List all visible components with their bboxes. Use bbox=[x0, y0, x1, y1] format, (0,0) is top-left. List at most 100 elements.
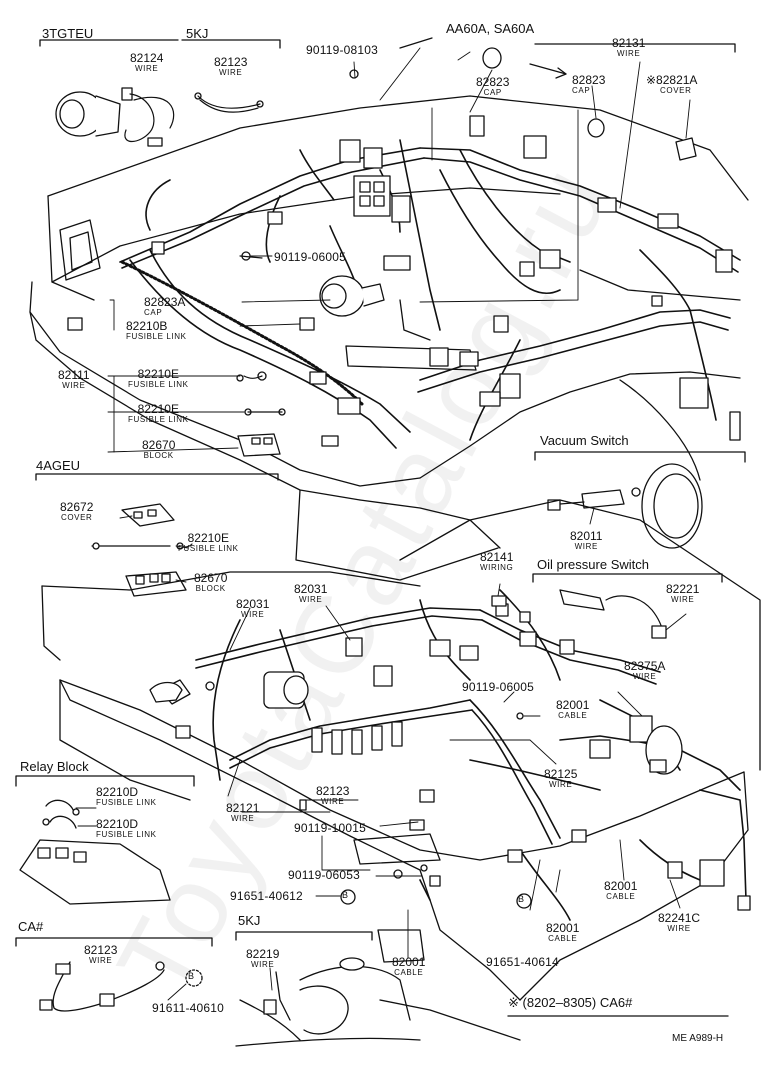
part-name: CAP bbox=[572, 86, 591, 95]
callout-90119-08103: 90119-08103 bbox=[306, 43, 379, 57]
part-number: 82210E bbox=[187, 531, 229, 545]
part-name: COVER bbox=[660, 86, 692, 95]
bolt-b-label-2: B bbox=[518, 894, 525, 904]
part-number: 82823 bbox=[476, 75, 510, 89]
part-name: WIRING bbox=[480, 563, 514, 572]
part-name: COVER bbox=[60, 513, 93, 522]
part-name: WIRE bbox=[574, 542, 598, 551]
part-name: WIRE bbox=[321, 797, 345, 806]
lower-components bbox=[149, 589, 751, 911]
part-number: 82823A bbox=[144, 295, 186, 309]
part-name: BLOCK bbox=[143, 451, 174, 460]
callout-91611-40610: 91611-40610 bbox=[152, 1001, 225, 1015]
part-name: CABLE bbox=[548, 934, 578, 943]
part-number: 82121 bbox=[226, 801, 260, 815]
callout-90119-06005-lower: 90119-06005 bbox=[462, 680, 535, 694]
part-name: FUSIBLE LINK bbox=[126, 332, 187, 341]
part-name: WIRE bbox=[219, 68, 243, 77]
section-4ageu: 4AGEU bbox=[36, 458, 81, 473]
part-name: CAP bbox=[483, 88, 502, 97]
callout-82141: 82141 WIRING bbox=[480, 551, 513, 572]
part-name: WIRE bbox=[299, 595, 323, 604]
part-number: 82241C bbox=[658, 911, 701, 925]
fusible-link-coil bbox=[120, 260, 364, 406]
part-name: WIRE bbox=[241, 610, 265, 619]
callout-82210d-1: 82210D FUSIBLE LINK bbox=[96, 786, 157, 807]
section-5kj-top: 5KJ bbox=[186, 26, 209, 41]
callout-82001-top: 82001 CABLE bbox=[556, 699, 589, 720]
part-number: 82031 bbox=[294, 582, 328, 596]
reference-code: ME A989-H bbox=[672, 1033, 724, 1044]
part-name: WIRE bbox=[89, 956, 113, 965]
callout-82001-left: 82001 CABLE bbox=[392, 956, 425, 977]
part-number: 82125 bbox=[544, 767, 578, 781]
part-name: WIRE bbox=[251, 960, 275, 969]
bolt-markers bbox=[340, 889, 532, 909]
callout-90119-06005-top: 90119-06005 bbox=[274, 250, 347, 264]
upper-components bbox=[55, 47, 741, 549]
callout-82125: 82125 WIRE bbox=[544, 768, 577, 789]
callout-82210e-1: 82210E FUSIBLE LINK bbox=[128, 368, 189, 389]
part-name: FUSIBLE LINK bbox=[96, 798, 157, 807]
part-name: CABLE bbox=[606, 892, 636, 901]
part-name: WIRE bbox=[633, 672, 657, 681]
callout-91651-40614: 91651-40614 bbox=[486, 955, 559, 969]
part-number: 82123 bbox=[214, 55, 248, 69]
ageu-components bbox=[92, 503, 187, 597]
section-brackets bbox=[15, 37, 746, 1017]
callout-82672: 82672 COVER bbox=[60, 501, 93, 522]
part-number: 82001 bbox=[392, 955, 426, 969]
part-number: 82131 bbox=[612, 36, 646, 50]
part-number: 82123 bbox=[316, 784, 350, 798]
part-name: WIRE bbox=[617, 49, 641, 58]
part-number: 82221 bbox=[666, 582, 700, 596]
part-name: FUSIBLE LINK bbox=[128, 380, 189, 389]
part-name: WIRE bbox=[231, 814, 255, 823]
section-5kj-bottom: 5KJ bbox=[238, 913, 261, 928]
part-number: 82375A bbox=[624, 659, 666, 673]
part-number: 82219 bbox=[246, 947, 280, 961]
callout-82823-left: 82823 CAP bbox=[476, 76, 509, 97]
callout-90119-06053: 90119-06053 bbox=[288, 868, 361, 882]
callout-82241c: 82241C WIRE bbox=[658, 912, 700, 933]
section-ca: CA# bbox=[18, 919, 44, 934]
callout-82210b: 82210B FUSIBLE LINK bbox=[126, 320, 187, 341]
part-name: CABLE bbox=[558, 711, 588, 720]
part-number: 82210E bbox=[137, 402, 179, 416]
callout-91651-40612: 91651-40612 bbox=[230, 889, 303, 903]
part-number: 82672 bbox=[60, 500, 94, 514]
upper-body bbox=[29, 95, 749, 581]
callout-82823-right: 82823 CAP bbox=[572, 74, 605, 95]
callout-82001-right: 82001 CABLE bbox=[604, 880, 637, 901]
part-number: 82670 bbox=[194, 571, 228, 585]
part-name: WIRE bbox=[62, 381, 86, 390]
callout-82111: 82111 WIRE bbox=[58, 369, 90, 390]
callout-90119-10015: 90119-10015 bbox=[294, 821, 367, 835]
part-name: WIRE bbox=[549, 780, 573, 789]
callout-82823a: 82823A CAP bbox=[144, 296, 185, 317]
callout-82011: 82011 WIRE bbox=[570, 530, 602, 551]
section-relay-block: Relay Block bbox=[20, 759, 89, 774]
part-number: 82124 bbox=[130, 51, 164, 65]
part-number: 82210B bbox=[126, 319, 168, 333]
callout-82123-ca: 82123 WIRE bbox=[84, 944, 117, 965]
part-name: WIRE bbox=[671, 595, 695, 604]
callout-82670-lower: 82670 BLOCK bbox=[194, 572, 227, 593]
part-number: 82031 bbox=[236, 597, 270, 611]
part-name: FUSIBLE LINK bbox=[96, 830, 157, 839]
section-aa60a: AA60A, SA60A bbox=[446, 21, 535, 36]
callout-82210d-2: 82210D FUSIBLE LINK bbox=[96, 818, 157, 839]
part-number: ※82821A bbox=[646, 73, 698, 87]
ca-drawing bbox=[39, 961, 203, 1012]
callout-82131: 82131 WIRE bbox=[612, 37, 645, 58]
part-number: 82123 bbox=[84, 943, 118, 957]
callout-82219: 82219 WIRE bbox=[246, 948, 279, 969]
callout-82124: 82124 WIRE bbox=[130, 52, 163, 73]
part-number: 82141 bbox=[480, 550, 514, 564]
part-number: 82210D bbox=[96, 817, 139, 831]
callout-82001-center: 82001 CABLE bbox=[546, 922, 579, 943]
bolt-b-label-3: B bbox=[188, 971, 195, 981]
kj-bottom-drawing bbox=[263, 957, 365, 1035]
